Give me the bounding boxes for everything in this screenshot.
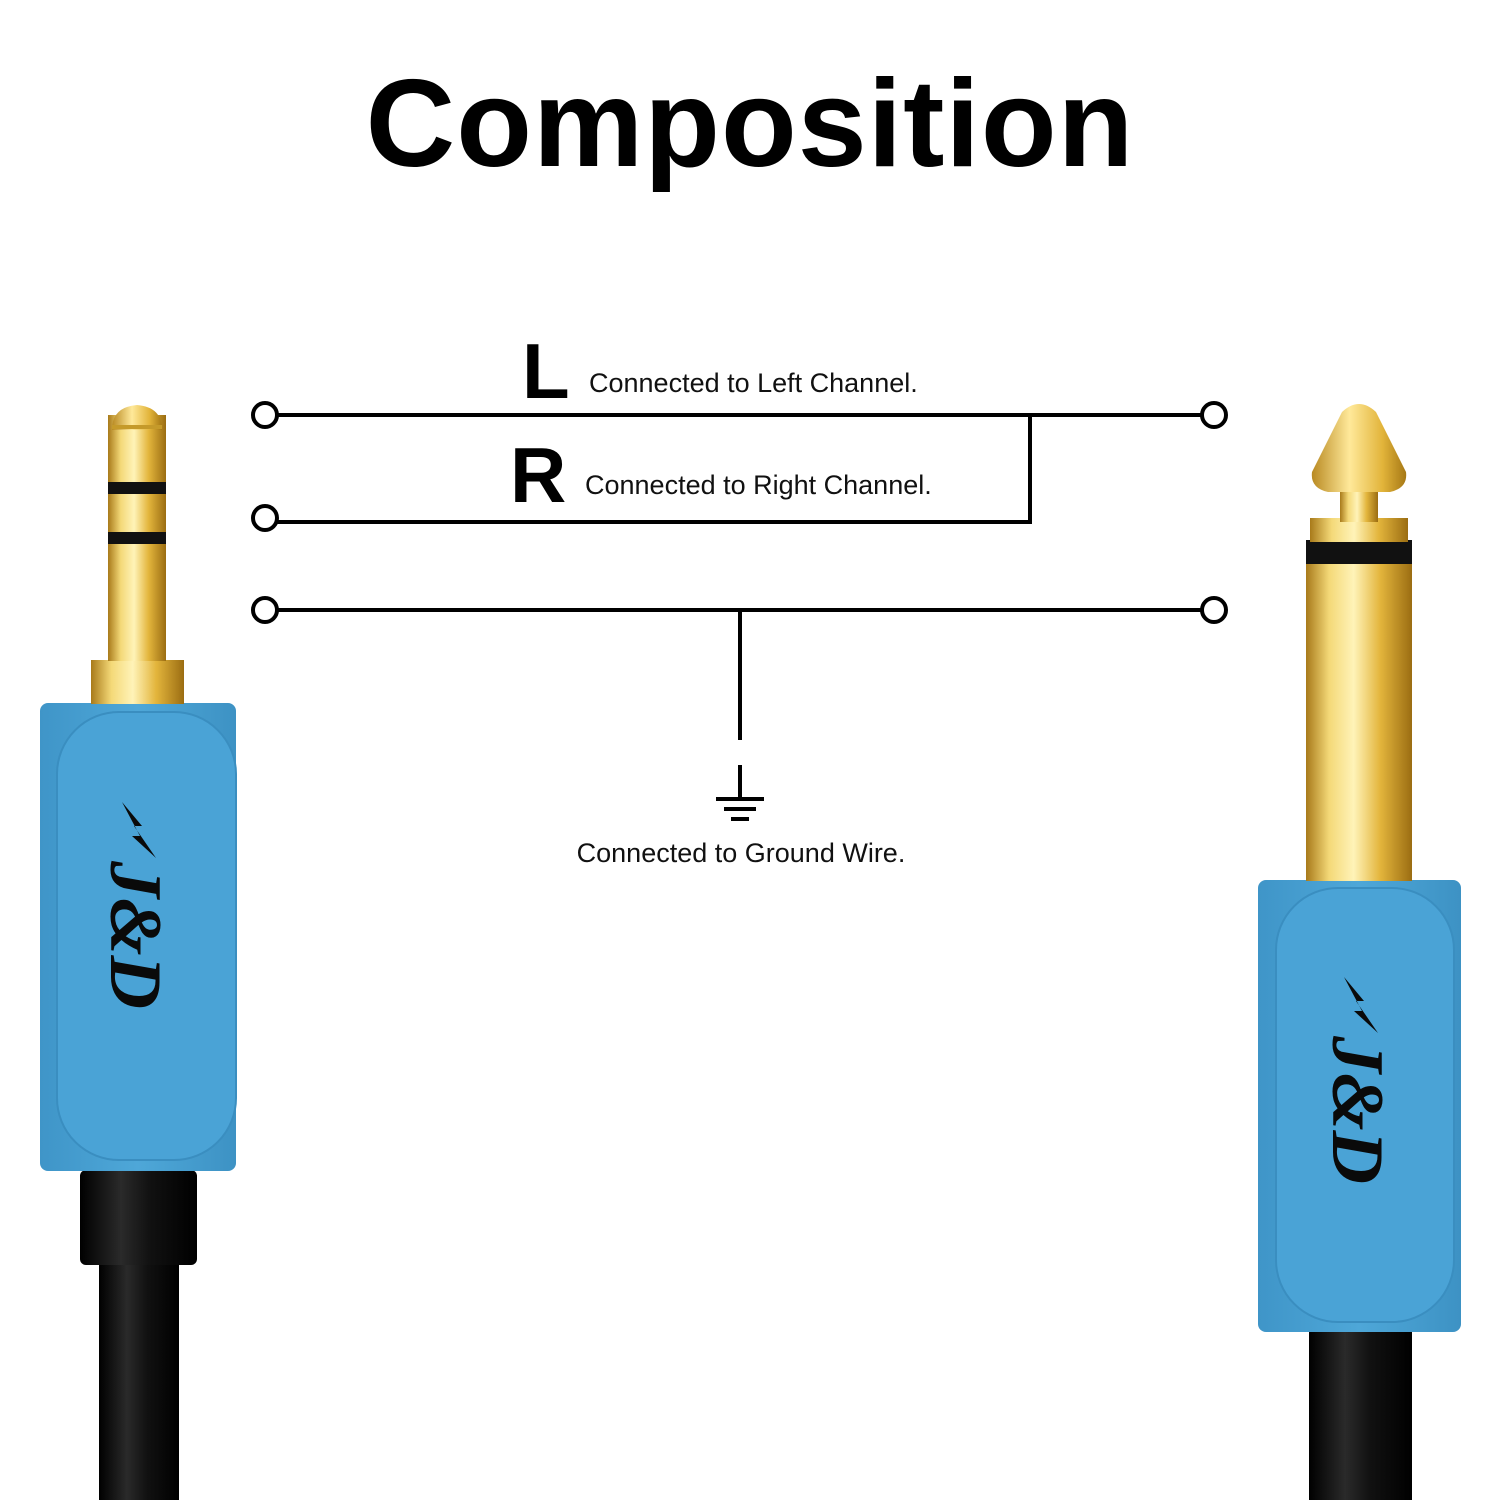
left-brand-logo: J&D	[94, 802, 176, 1009]
left-plug-3-5mm: J&D	[40, 405, 237, 1500]
terminal-left-g	[251, 596, 279, 624]
right-cable	[1309, 1325, 1412, 1500]
terminal-right-g	[1200, 596, 1228, 624]
terminal-left-r	[251, 504, 279, 532]
left-channel-caption: Connected to Left Channel.	[589, 368, 918, 398]
terminal-left-l	[251, 401, 279, 429]
terminal-right-l	[1200, 401, 1228, 429]
right-brand-logo: J&D	[1316, 977, 1398, 1184]
right-plug-6-35mm: J&D	[1258, 404, 1461, 1500]
left-strain-relief	[80, 1170, 197, 1265]
right-channel-wire	[277, 415, 1032, 524]
right-tip	[1311, 404, 1407, 492]
right-housing-panel	[1275, 887, 1455, 1323]
left-housing-panel	[56, 711, 237, 1161]
left-channel-letter: L	[522, 327, 570, 415]
svg-text:J&D: J&D	[94, 860, 176, 1009]
left-insulator-ring-1	[108, 482, 166, 494]
left-cable	[99, 1255, 179, 1500]
right-sleeve	[1306, 560, 1412, 881]
wiring-diagram	[251, 401, 1228, 740]
left-collar	[91, 660, 184, 704]
svg-text:J&D: J&D	[1316, 1035, 1398, 1184]
right-insulator-ring	[1306, 540, 1412, 564]
right-channel-letter: R	[510, 431, 567, 519]
ground-caption: Connected to Ground Wire.	[576, 838, 906, 868]
page-title: Composition	[365, 55, 1135, 193]
right-channel-caption: Connected to Right Channel.	[585, 470, 932, 500]
ground-symbol-icon	[716, 765, 764, 821]
left-insulator-ring-2	[108, 532, 166, 544]
